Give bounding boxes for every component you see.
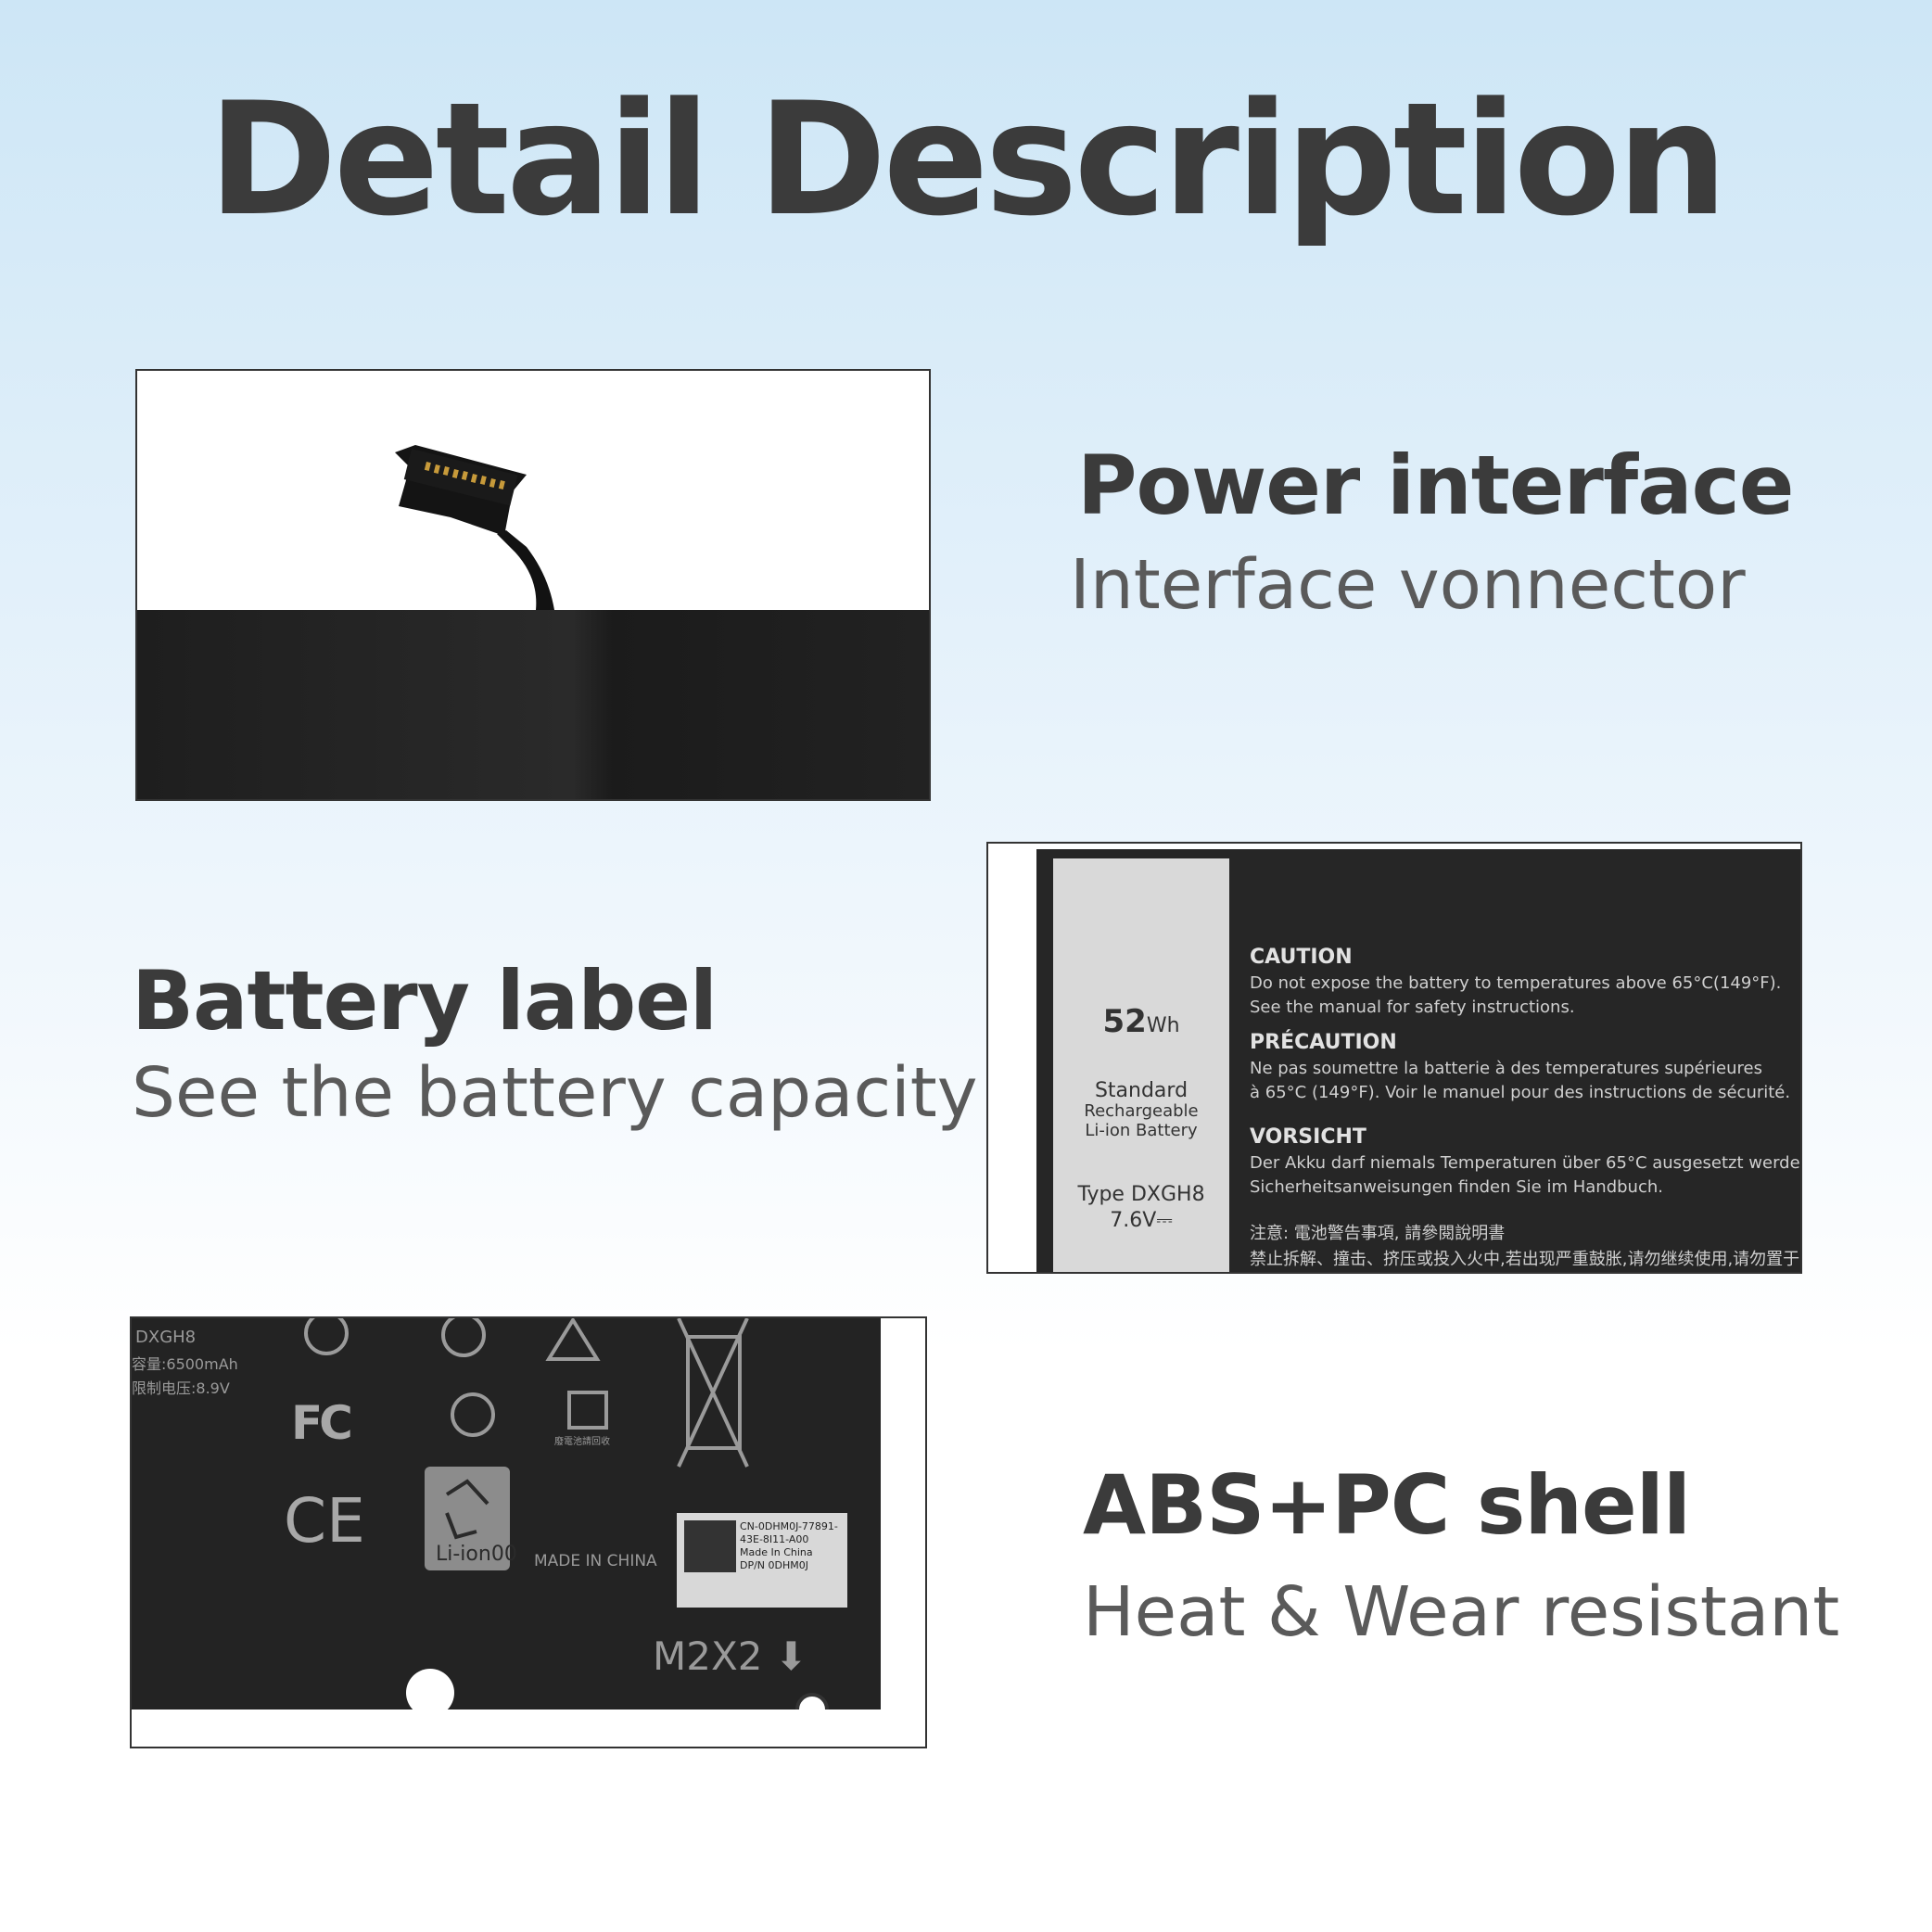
battery-label-photo: 52Wh Standard Rechargeable Li-ion Batter… xyxy=(986,842,1802,1274)
qr-code-icon xyxy=(684,1520,736,1572)
shell-liion-label: Li-ion00 xyxy=(436,1543,517,1566)
crossed-bin-icon xyxy=(677,1318,749,1468)
caution-line-2: See the manual for safety instructions. xyxy=(1250,998,1575,1017)
screw-hole-icon xyxy=(795,1693,829,1710)
power-interface-photo xyxy=(135,369,931,801)
label-type: Type DXGH8 xyxy=(1077,1183,1205,1206)
caution-heading: CAUTION xyxy=(1250,946,1353,969)
sticker-line-1: CN-0DHM0J-77891- xyxy=(740,1520,838,1532)
feature-title-label: Battery label xyxy=(132,953,718,1049)
shell-model: DXGH8 xyxy=(135,1328,197,1347)
feature-subtitle-label: See the battery capacity xyxy=(132,1053,978,1133)
sticker-line-3: Made In China xyxy=(740,1546,813,1558)
label-rechargeable: Rechargeable xyxy=(1084,1101,1199,1121)
precaution-line-1: Ne pas soumettre la batterie à des tempe… xyxy=(1250,1059,1762,1078)
sticker-line-2: 43E-8I11-A00 xyxy=(740,1533,809,1545)
caution-line-1: Do not expose the battery to temperature… xyxy=(1250,973,1782,993)
capacity-value: 52 xyxy=(1102,1003,1147,1040)
shell-voltage: 限制电压:8.9V xyxy=(132,1379,230,1397)
shell-photo: DXGH8 容量:6500mAh 限制电压:8.9V FC CE xyxy=(130,1316,927,1748)
label-liion: Li-ion Battery xyxy=(1085,1121,1198,1140)
feature-subtitle-power: Interface vonnector xyxy=(1070,545,1746,625)
capacity-unit: Wh xyxy=(1146,1014,1180,1037)
page-title: Detail Description xyxy=(208,69,1727,250)
screw-notch-icon xyxy=(406,1669,454,1710)
chinese-warning-1: 注意: 電池警告事項, 請參閱說明書 xyxy=(1250,1224,1506,1243)
grounding-icon xyxy=(304,1318,349,1355)
vorsicht-line-1: Der Akku darf niemals Temperaturen über … xyxy=(1250,1153,1802,1173)
warning-icon xyxy=(545,1318,601,1361)
connector-cable-icon xyxy=(395,445,554,610)
recycle-5-icon xyxy=(451,1392,495,1437)
screw-marking: M2X2 ⬇ xyxy=(653,1633,807,1679)
bin-icon xyxy=(686,1335,742,1450)
label-standard: Standard xyxy=(1094,1079,1188,1102)
precaution-heading: PRÉCAUTION xyxy=(1250,1031,1397,1054)
feature-title-shell: ABS+PC shell xyxy=(1083,1457,1691,1553)
fc-mark: FC xyxy=(291,1396,353,1450)
vorsicht-heading: VORSICHT xyxy=(1250,1125,1366,1149)
compass-icon xyxy=(441,1318,486,1357)
feature-title-power: Power interface xyxy=(1077,438,1794,533)
label-surface: 52Wh Standard Rechargeable Li-ion Batter… xyxy=(1036,849,1800,1272)
feature-subtitle-shell: Heat & Wear resistant xyxy=(1083,1572,1840,1652)
chinese-warning-2: 禁止拆解、撞击、挤压或投入火中,若出现严重鼓胀,请勿继续使用,请勿置于高温 xyxy=(1250,1250,1802,1269)
capacity-strip: 52Wh Standard Rechargeable Li-ion Batter… xyxy=(1053,858,1229,1272)
label-voltage: 7.6V⎓ xyxy=(1110,1209,1173,1232)
recycle-square-icon xyxy=(567,1391,608,1430)
vorsicht-line-2: Sicherheitsanweisungen finden Sie im Han… xyxy=(1250,1177,1663,1197)
made-in-china: MADE IN CHINA xyxy=(534,1552,657,1570)
sticker-line-4: DP/N 0DHM0J xyxy=(740,1559,809,1571)
shell-capacity: 容量:6500mAh xyxy=(132,1355,238,1373)
precaution-line-2: à 65°C (149°F). Voir le manuel pour des … xyxy=(1250,1083,1791,1102)
recycle-cn-text: 廢電池請回收 xyxy=(554,1437,610,1447)
ce-mark: CE xyxy=(284,1485,365,1557)
shell-surface: DXGH8 容量:6500mAh 限制电压:8.9V FC CE xyxy=(132,1318,881,1710)
certification-icons xyxy=(304,1318,847,1710)
battery-body xyxy=(137,610,929,799)
liion-badge-icon xyxy=(425,1467,510,1570)
